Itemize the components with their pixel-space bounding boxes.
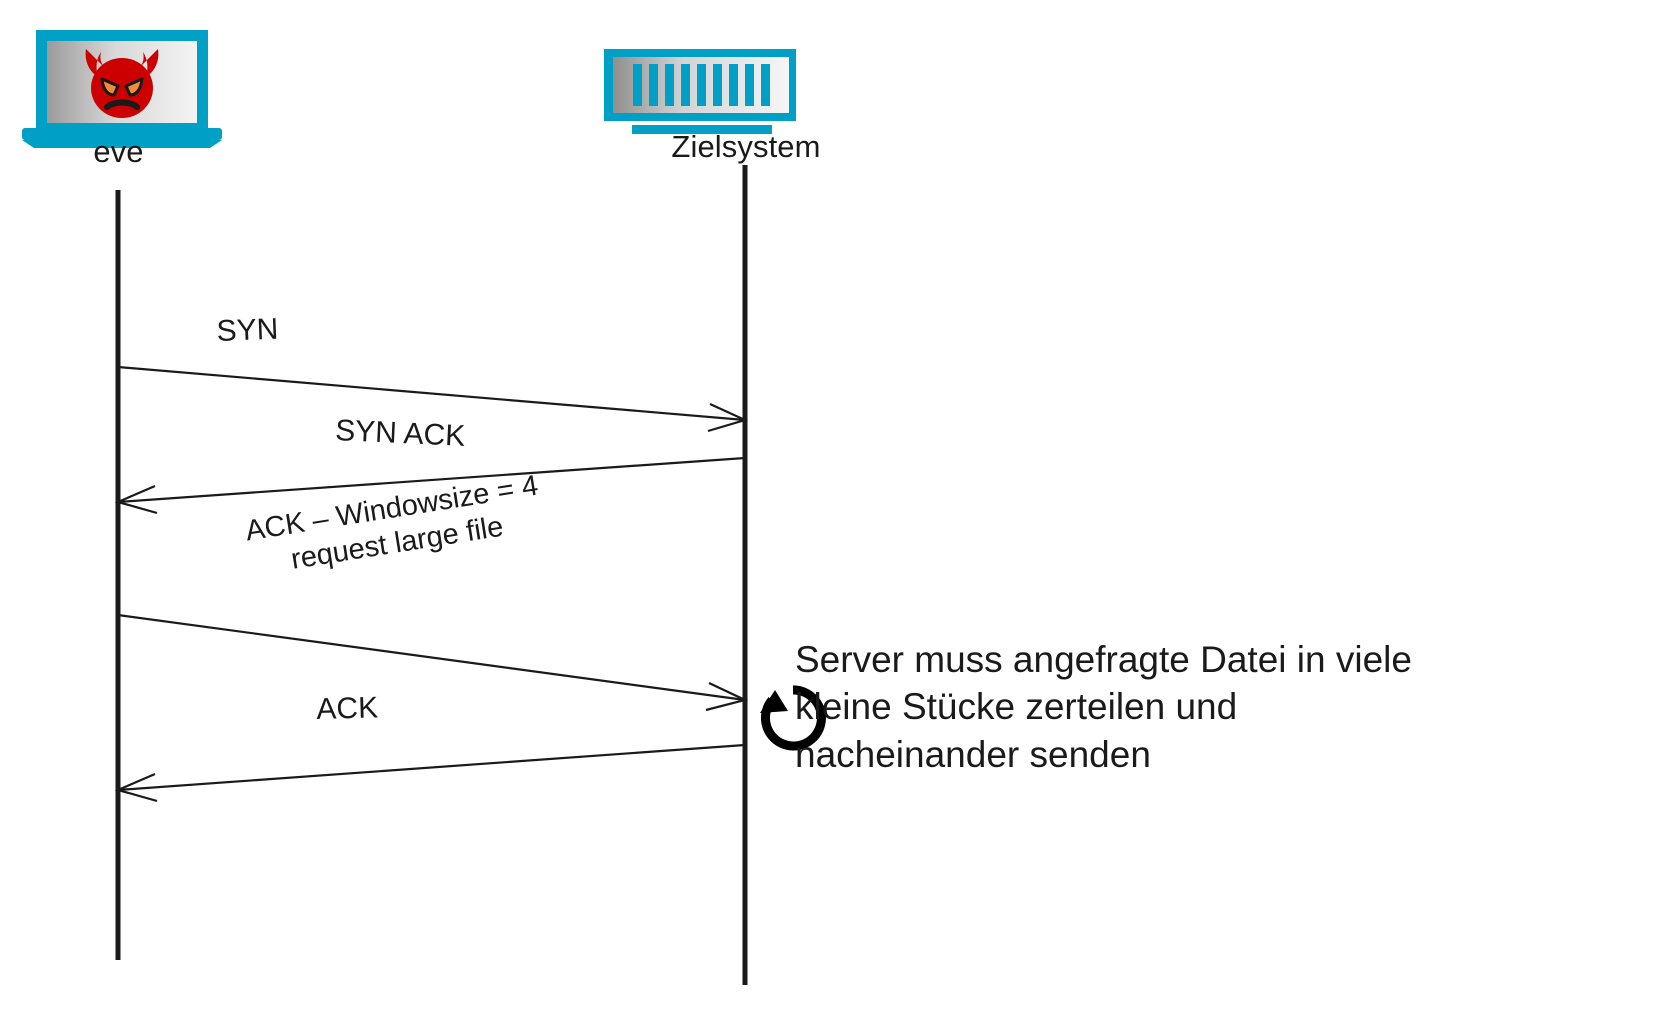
note-line-2: kleine Stücke zerteilen und	[795, 686, 1238, 728]
actor-label-zielsystem: Zielsystem	[671, 129, 821, 164]
message-label-syn-ack: SYN ACK	[334, 414, 466, 453]
message-arrow-ack	[114, 743, 746, 803]
note-text: Server muss angefragte Datei in viele kl…	[795, 636, 1515, 778]
message-arrow-syn-ack	[114, 456, 746, 515]
message-label-ack: ACK	[316, 691, 379, 726]
note-line-3: nacheinander senden	[795, 733, 1151, 775]
message-arrow-syn	[117, 365, 749, 433]
actor-label-eve: eve	[93, 134, 144, 169]
message-arrow-ack-windowsize	[117, 613, 749, 712]
loop-arrow-icon	[760, 685, 826, 751]
note-line-1: Server muss angefragte Datei in viele	[795, 639, 1412, 680]
message-label-syn: SYN	[216, 312, 279, 348]
laptop-attacker-icon	[22, 30, 222, 148]
devil-face-icon	[85, 49, 159, 118]
server-icon	[604, 49, 796, 134]
